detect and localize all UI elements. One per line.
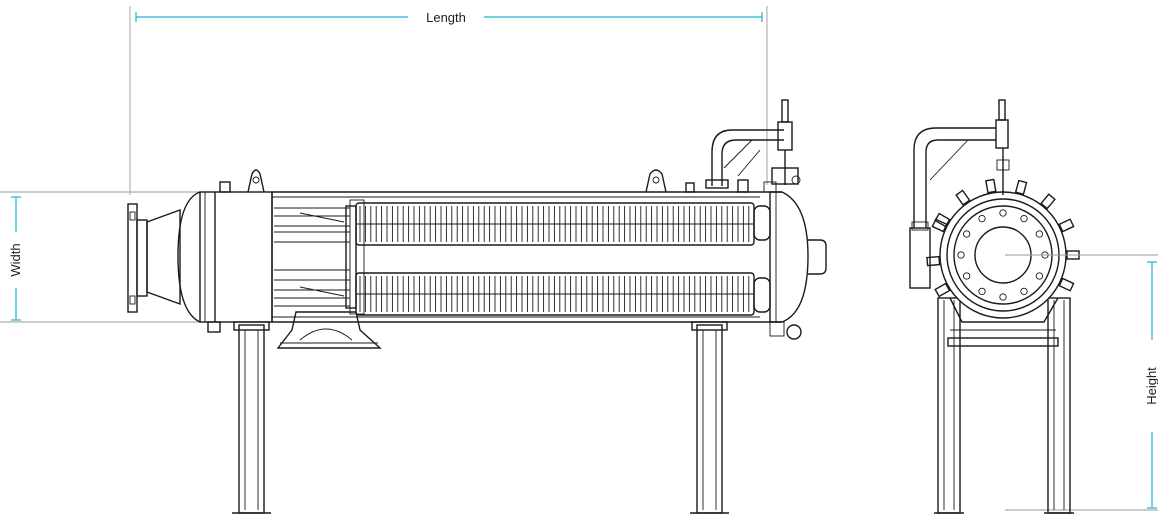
side-view	[127, 99, 827, 514]
nozzle-lug	[934, 212, 951, 228]
dimension-annotations: Length Width Height	[0, 6, 1158, 511]
filter-elements	[355, 202, 771, 316]
end-view	[909, 99, 1080, 514]
bolt-hole	[962, 230, 971, 238]
lower-element-fins	[359, 276, 750, 312]
height-dimension: Height	[1144, 261, 1158, 509]
end-view-frame	[934, 297, 1074, 514]
bolt-hole	[957, 251, 965, 259]
vent-pipe	[705, 99, 801, 193]
nozzle-lug	[934, 282, 951, 298]
right-head	[769, 191, 827, 340]
end-view-vent-pipe	[909, 99, 1010, 289]
inlet-flange	[127, 203, 181, 313]
width-label: Width	[8, 243, 23, 276]
length-label: Length	[426, 10, 466, 25]
bolt-hole	[999, 293, 1007, 301]
nozzle-lug	[1058, 218, 1075, 233]
bolt-hole	[1035, 230, 1044, 238]
nozzle-lug	[985, 178, 997, 194]
nozzle-lug	[1040, 193, 1056, 210]
bolt-hole	[999, 209, 1007, 217]
nozzle-lug	[931, 218, 948, 233]
bolt-hole	[1035, 272, 1044, 280]
lifting-lugs	[247, 169, 749, 193]
width-dimension: Width	[8, 196, 23, 321]
bolt-hole	[978, 214, 986, 223]
side-view-legs	[232, 321, 729, 514]
bolt-hole	[978, 287, 986, 296]
nozzle-lug	[1058, 277, 1075, 292]
bolt-hole	[1020, 287, 1028, 296]
main-shell	[271, 191, 782, 323]
height-label: Height	[1144, 367, 1158, 405]
nozzle-lug	[1014, 179, 1028, 196]
bolt-hole	[1020, 214, 1028, 223]
left-head	[177, 181, 273, 333]
length-dimension: Length	[135, 10, 763, 25]
end-view-nozzles	[926, 178, 1080, 298]
nozzle-lug	[955, 189, 971, 206]
bolt-circle	[957, 209, 1049, 301]
bolt-hole	[962, 272, 971, 280]
nozzle-lug	[926, 255, 941, 267]
upper-element-fins	[359, 206, 750, 242]
